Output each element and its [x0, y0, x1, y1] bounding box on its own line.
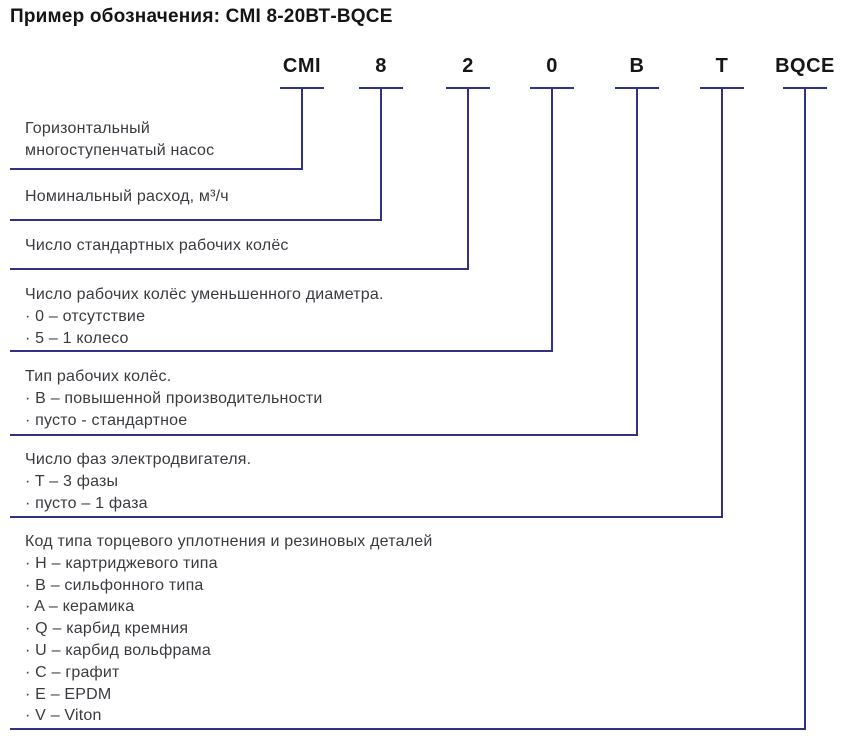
section-label: Число рабочих колёс уменьшенного диаметр… — [25, 286, 384, 303]
section-nominal-flow: Номинальный расход, м³/ч — [25, 186, 229, 208]
connector-line-bqce — [10, 89, 806, 730]
section-bullet-item: · C – графит — [25, 663, 120, 681]
section-bullet-item: · 5 – 1 колесо — [25, 330, 129, 347]
section-bullet-item: · B – сильфонного типа — [25, 576, 204, 594]
tick-2 — [446, 87, 490, 89]
tick-t — [700, 87, 744, 89]
section-impeller-type: Тип рабочих колёс. · B – повышенной прои… — [25, 366, 323, 432]
code-bqce: BQCE — [775, 55, 835, 77]
code-0: 0 — [546, 55, 558, 77]
connector-line-8 — [10, 89, 382, 221]
tick-8 — [359, 87, 403, 89]
section-label: Код типа торцевого уплотнения и резиновы… — [25, 533, 433, 550]
connector-line-0 — [10, 89, 553, 352]
section-label: многоступенчатый насос — [25, 142, 215, 159]
section-label: Горизонтальный — [25, 120, 151, 137]
section-bullet-item: · пусто – 1 фаза — [25, 495, 148, 512]
code-b: B — [629, 55, 645, 77]
section-seal-code: Код типа торцевого уплотнения и резиновы… — [25, 531, 432, 727]
tick-b — [615, 87, 659, 89]
tick-cmi — [280, 87, 324, 89]
section-bullet-item: · B – повышенной производительности — [25, 390, 323, 407]
section-bullet-item: · пусто - стандартное — [25, 412, 188, 429]
section-bullet-item: · T – 3 фазы — [25, 473, 119, 490]
section-bullet-item: · U – карбид вольфрама — [25, 641, 211, 659]
connector-line-2 — [10, 89, 469, 270]
tick-0 — [530, 87, 574, 89]
code-cmi: CMI — [282, 55, 322, 77]
section-pump-type: Горизонтальный многоступенчатый насос — [25, 118, 214, 162]
section-bullet-item: · H – картриджевого типа — [25, 554, 218, 572]
section-label: Номинальный расход, м³/ч — [25, 188, 229, 205]
section-motor-phases: Число фаз электродвигателя. · T – 3 фазы… — [25, 449, 251, 515]
connector-line-b — [10, 89, 638, 436]
section-bullet-item: · A – керамика — [25, 598, 135, 616]
section-standard-impellers: Число стандартных рабочих колёс — [25, 235, 289, 257]
connector-line-t — [10, 89, 723, 518]
section-label: Число стандартных рабочих колёс — [25, 237, 289, 254]
code-t: T — [715, 55, 729, 77]
code-2: 2 — [462, 55, 474, 77]
code-8: 8 — [375, 55, 387, 77]
connector-line-cmi — [10, 89, 303, 170]
section-bullet-item: · Q – карбид кремния — [25, 620, 189, 638]
section-bullet-item: · E – EPDM — [25, 685, 112, 703]
page-title: Пример обозначения: CMI 8-20ВТ-BQCE — [10, 6, 393, 27]
section-bullet-item: · V – Viton — [25, 707, 102, 725]
section-reduced-impellers: Число рабочих колёс уменьшенного диаметр… — [25, 284, 384, 350]
section-label: Тип рабочих колёс. — [25, 368, 172, 385]
section-label: Число фаз электродвигателя. — [25, 451, 252, 468]
tick-bqce — [783, 87, 827, 89]
section-bullet-item: · 0 – отсутствие — [25, 308, 146, 325]
